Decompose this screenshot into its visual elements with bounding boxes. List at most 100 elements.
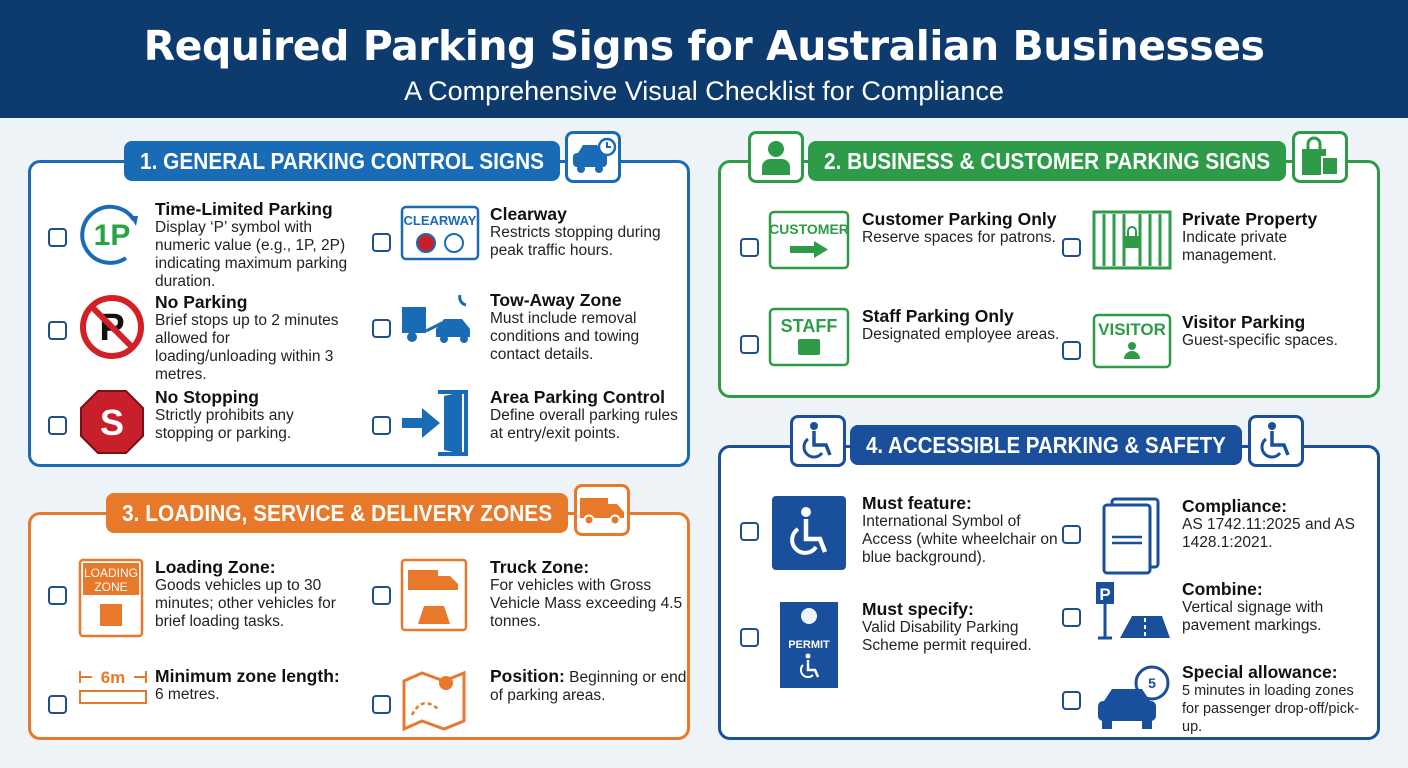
item-title: No Parking (155, 292, 248, 312)
permit-tag-icon: PERMIT (778, 600, 840, 695)
car-clock-icon (565, 131, 621, 183)
svg-text:S: S (100, 402, 124, 443)
item-description: Must include removal conditions and towi… (490, 310, 640, 363)
section-title: 1. GENERAL PARKING CONTROL SIGNS (140, 148, 545, 174)
checklist-item: Minimum zone length:6 metres. (155, 667, 355, 704)
wheelchair-icon (790, 415, 846, 467)
svg-text:ZONE: ZONE (94, 580, 127, 594)
item-title: Must feature: (862, 493, 972, 513)
p-sign-road-icon: P (1092, 580, 1172, 645)
item-description: Goods vehicles up to 30 minutes; other v… (155, 577, 336, 630)
item-title: Customer Parking Only (862, 209, 1057, 229)
checklist-checkbox[interactable] (740, 628, 759, 647)
item-title: Loading Zone: (155, 557, 276, 577)
checklist-item: Compliance:AS 1742.11:2025 and AS 1428.1… (1182, 497, 1372, 552)
checklist-checkbox[interactable] (48, 586, 67, 605)
map-pin-icon (400, 667, 468, 740)
checklist-checkbox[interactable] (372, 233, 391, 252)
checklist-checkbox[interactable] (740, 335, 759, 354)
checklist-item: Special allowance:5 minutes in loading z… (1182, 663, 1372, 736)
no-parking-icon: P (78, 293, 146, 366)
section-title: 2. BUSINESS & CUSTOMER PARKING SIGNS (824, 148, 1271, 174)
checklist-checkbox[interactable] (740, 238, 759, 257)
item-title: No Stopping (155, 387, 260, 407)
checklist-item: Position: Beginning or end of parking ar… (490, 667, 690, 705)
svg-text:PERMIT: PERMIT (788, 639, 830, 651)
item-description: Indicate private management. (1182, 229, 1288, 264)
checklist-checkbox[interactable] (740, 522, 759, 541)
item-title: Visitor Parking (1182, 312, 1306, 332)
person-icon (748, 131, 804, 183)
header: Required Parking Signs for Australian Bu… (0, 0, 1408, 118)
section-title: 4. ACCESSIBLE PARKING & SAFETY (866, 432, 1226, 458)
svg-text:STAFF: STAFF (781, 316, 838, 336)
item-title: Clearway (490, 204, 567, 224)
item-description: Brief stops up to 2 minutes allowed for … (155, 312, 339, 383)
shopping-bag-icon (1292, 131, 1348, 183)
item-title: Time-Limited Parking (155, 199, 333, 219)
checklist-checkbox[interactable] (1062, 608, 1081, 627)
documents-icon (1100, 497, 1162, 580)
locked-gate-icon (1092, 210, 1172, 275)
wheelchair-icon (1248, 415, 1304, 467)
item-title: Minimum zone length: (155, 666, 340, 686)
entry-door-icon (400, 388, 470, 463)
checklist-item: Combine:Vertical signage with pavement m… (1182, 580, 1372, 635)
visitor-sign-icon: VISITOR (1092, 313, 1172, 374)
item-title: Area Parking Control (490, 387, 666, 407)
checklist-checkbox[interactable] (48, 695, 67, 714)
tow-truck-icon (400, 291, 480, 356)
item-description: Guest-specific spaces. (1182, 332, 1338, 349)
item-description: Vertical signage with pavement markings. (1182, 599, 1324, 634)
checklist-checkbox[interactable] (1062, 341, 1081, 360)
svg-text:6m: 6m (101, 668, 126, 687)
item-description: Define overall parking rules at entry/ex… (490, 407, 678, 442)
checklist-checkbox[interactable] (48, 228, 67, 247)
svg-text:VISITOR: VISITOR (1098, 320, 1166, 339)
car-timer-icon: 5 (1092, 663, 1172, 738)
item-title: Tow-Away Zone (490, 290, 622, 310)
checklist-checkbox[interactable] (372, 416, 391, 435)
item-description: Strictly prohibits any stopping or parki… (155, 407, 294, 442)
item-description: Restricts stopping during peak traffic h… (490, 224, 661, 259)
1p-sign-icon: 1P (78, 200, 146, 273)
item-description: Reserve spaces for patrons. (862, 229, 1056, 246)
item-description: Display ‘P’ symbol with numeric value (e… (155, 219, 348, 290)
page-title: Required Parking Signs for Australian Bu… (143, 22, 1265, 70)
item-description: Designated employee areas. (862, 326, 1060, 343)
clearway-sign-icon: CLEARWAY (400, 205, 480, 266)
svg-text:LOADING: LOADING (84, 566, 138, 580)
checklist-checkbox[interactable] (372, 319, 391, 338)
item-description: AS 1742.11:2025 and AS 1428.1:2021. (1182, 516, 1355, 551)
checklist-checkbox[interactable] (1062, 691, 1081, 710)
checklist-checkbox[interactable] (372, 586, 391, 605)
item-title: Position: (490, 666, 565, 686)
checklist-item: Truck Zone:For vehicles with Gross Vehic… (490, 558, 690, 631)
svg-text:P: P (1099, 585, 1110, 604)
checklist-checkbox[interactable] (1062, 238, 1081, 257)
checklist-checkbox[interactable] (48, 321, 67, 340)
staff-sign-icon: STAFF (768, 307, 850, 372)
svg-text:1P: 1P (94, 219, 131, 252)
delivery-truck-icon (574, 484, 630, 536)
svg-text:5: 5 (1148, 675, 1156, 691)
section-title-bar: 2. BUSINESS & CUSTOMER PARKING SIGNS (808, 141, 1286, 181)
checklist-checkbox[interactable] (1062, 525, 1081, 544)
page-subtitle: A Comprehensive Visual Checklist for Com… (404, 76, 1004, 106)
section-title-bar: 3. LOADING, SERVICE & DELIVERY ZONES (106, 493, 568, 533)
wheelchair-sign-icon (770, 494, 848, 577)
svg-text:CLEARWAY: CLEARWAY (404, 213, 477, 228)
checklist-checkbox[interactable] (372, 695, 391, 714)
section-title-bar: 4. ACCESSIBLE PARKING & SAFETY (850, 425, 1242, 465)
customer-sign-icon: CUSTOMER (768, 210, 850, 275)
checklist-checkbox[interactable] (48, 416, 67, 435)
